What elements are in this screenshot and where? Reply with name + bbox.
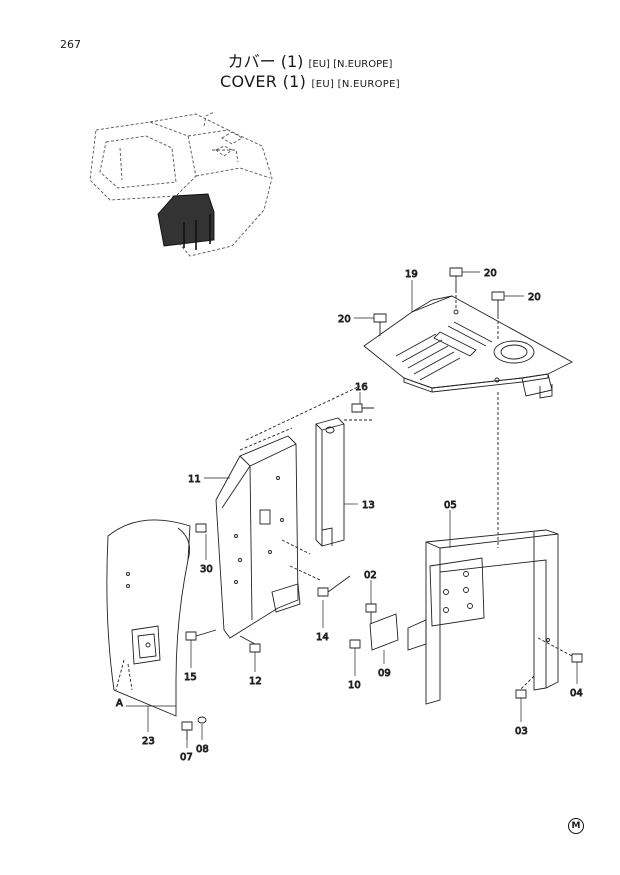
highlighted-cover-in-overview: [157, 193, 215, 250]
label-07: 07: [180, 752, 193, 763]
frame-bolts: [349, 603, 583, 699]
side-panel: [215, 385, 361, 639]
label-13: 13: [362, 500, 375, 511]
label-19: 19: [405, 269, 418, 280]
label-09: 09: [378, 668, 391, 679]
label-03: 03: [515, 726, 528, 737]
top-cover-plate: [363, 295, 573, 399]
label-14: 14: [316, 632, 329, 643]
support-frame: [425, 392, 573, 705]
label-08: 08: [196, 744, 209, 755]
title-ja-main: カバー (1): [227, 52, 304, 71]
label-05: 05: [444, 500, 457, 511]
bolt-16: [351, 403, 374, 413]
vertical-bracket: [315, 417, 372, 547]
label-15: 15: [184, 672, 197, 683]
leader-lines: [126, 271, 578, 748]
bracket-09: [369, 613, 427, 651]
title-english: COVER (1) [EU] [N.EUROPE]: [0, 72, 620, 91]
label-02: 02: [364, 570, 377, 581]
title-japanese: カバー (1) [EU] [N.EUROPE]: [0, 48, 620, 72]
panel-bolts: [185, 523, 351, 653]
page-number: 267: [60, 38, 81, 51]
rear-cover: [106, 519, 191, 717]
label-10: 10: [348, 680, 361, 691]
label-11: 11: [188, 474, 201, 485]
label-12: 12: [249, 676, 262, 687]
maker-mark: M: [568, 818, 584, 834]
excavator-overview-sketch: [89, 111, 273, 257]
title-ja-region: [EU] [N.EUROPE]: [308, 59, 393, 70]
label-23: 23: [142, 736, 155, 747]
label-30: 30: [200, 564, 213, 575]
label-20-left: 20: [338, 314, 351, 325]
label-20-right: 20: [528, 292, 541, 303]
label-04: 04: [570, 688, 583, 699]
bolt-07-washer-08: [181, 716, 207, 740]
title-en-main: COVER (1): [220, 72, 307, 91]
cover-bolts-20: [373, 267, 505, 340]
label-16: 16: [355, 382, 368, 393]
label-20-top: 20: [484, 268, 497, 279]
label-A: A: [116, 698, 123, 709]
title-en-region: [EU] [N.EUROPE]: [311, 79, 400, 90]
